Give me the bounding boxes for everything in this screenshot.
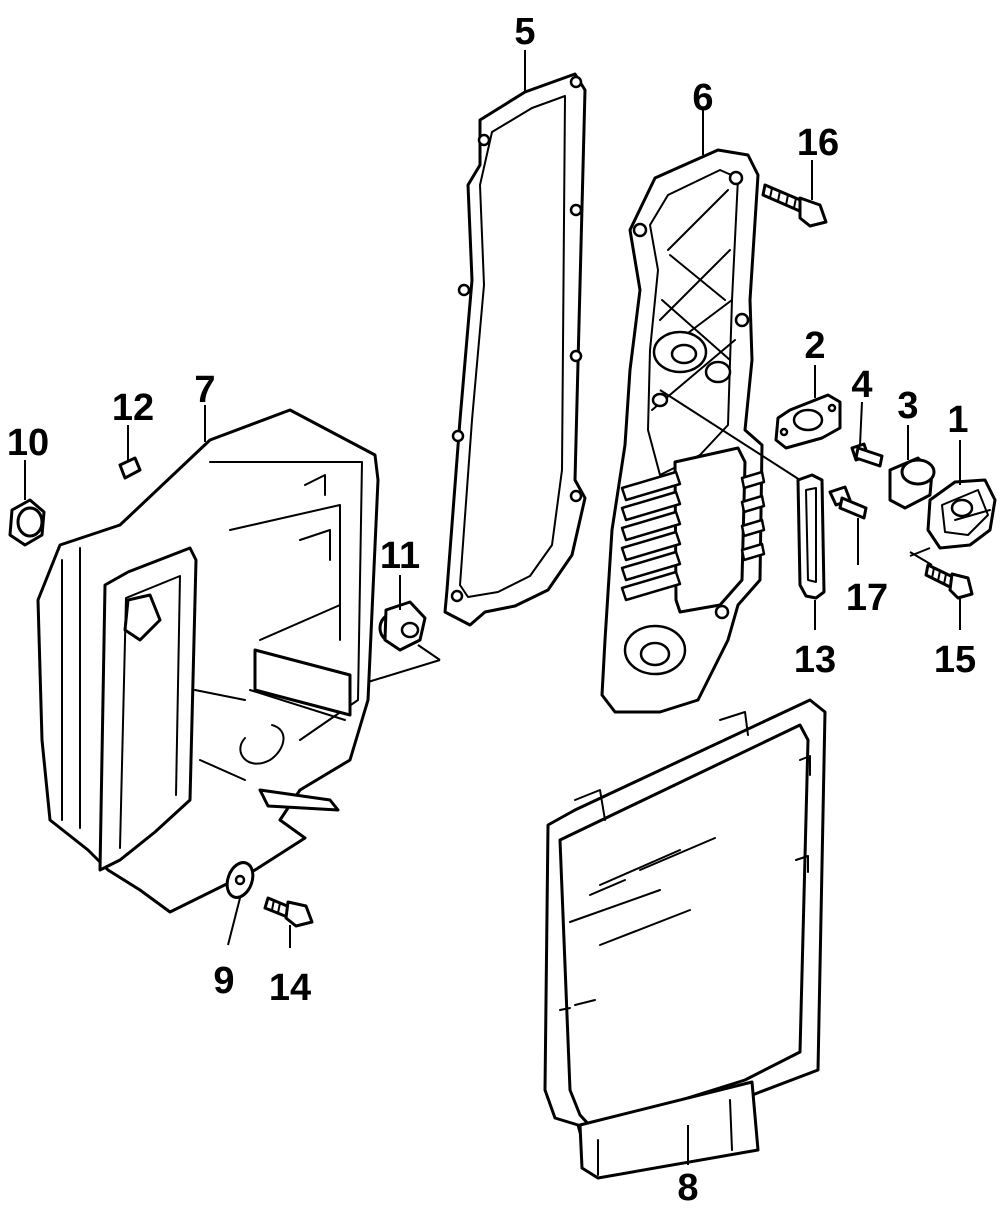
callout-7: 7 [194,369,215,411]
washer-part [225,861,255,899]
callout-4: 4 [851,364,872,406]
bolt-15-part [924,563,974,600]
leader-lines [24,50,961,1165]
callout-12: 12 [112,387,154,429]
callout-labels: 1 2 3 4 5 6 7 8 9 10 11 12 13 14 15 16 1… [7,11,976,1209]
small-gasket-part [774,393,842,450]
callout-9: 9 [213,960,234,1002]
callout-10: 10 [7,422,49,464]
callout-13: 13 [794,639,836,681]
callout-15: 15 [934,639,976,681]
clip-part [118,456,142,480]
cover-part [543,698,827,1180]
callout-8: 8 [677,1167,698,1209]
bolt-16-part [761,183,828,228]
callout-6: 6 [692,77,713,119]
mounting-plate-part [600,148,766,714]
housing-part [926,478,997,550]
callout-11: 11 [380,535,420,577]
callout-14: 14 [269,967,311,1009]
bolt-14-part [263,896,314,928]
strap-part [796,473,826,600]
callout-17: 17 [846,577,888,619]
callout-16: 16 [797,122,839,164]
bolt-4-part [850,442,884,468]
callout-3: 3 [897,385,918,427]
grommet-11-part [378,600,427,652]
gasket-part [443,72,587,627]
callout-2: 2 [804,325,825,367]
electrical-bracket-part [36,408,380,914]
callout-5: 5 [514,11,535,53]
cap-part [888,456,936,510]
callout-1: 1 [947,399,968,441]
grommet-10-part [8,498,46,547]
bolt-17-part [828,485,868,520]
